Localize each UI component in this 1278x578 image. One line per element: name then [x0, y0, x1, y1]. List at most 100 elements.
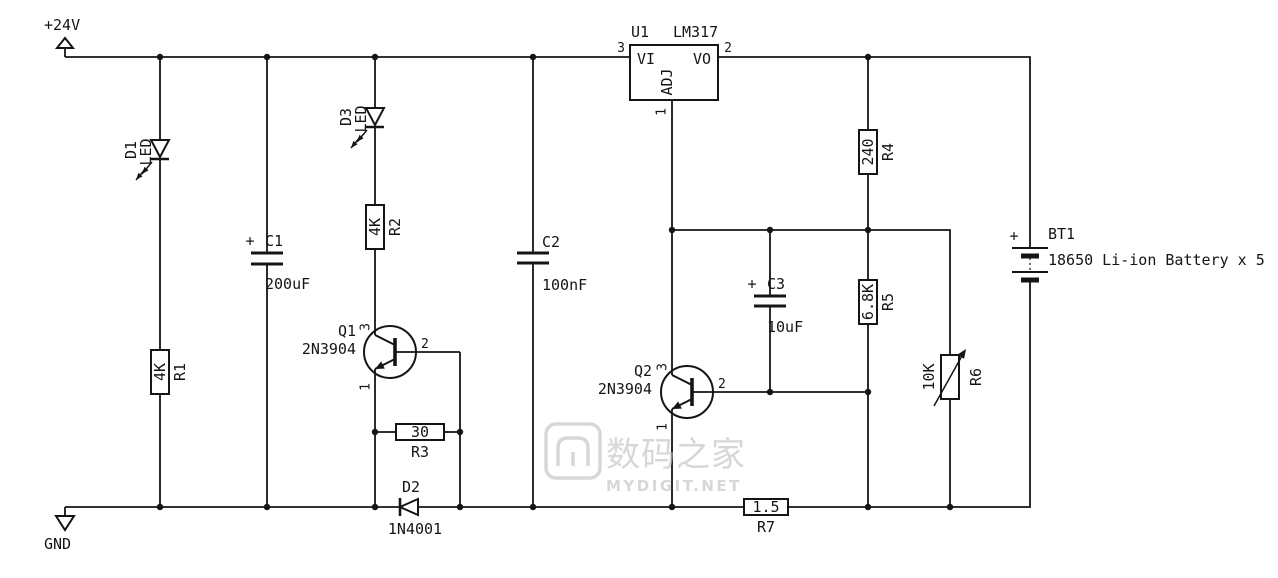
r4-reference: R4	[879, 143, 897, 161]
junction-dot	[529, 53, 537, 61]
transistor-q1: 3 1 2 Q1 2N3904	[302, 322, 429, 391]
c1-value: 200uF	[265, 275, 310, 293]
r7-value: 1.5	[752, 498, 779, 516]
r5-reference: R5	[879, 293, 897, 311]
regulator-u1: U1 LM317 VI VO ADJ 3 2 1	[617, 23, 732, 116]
d1-value: LED	[137, 138, 155, 165]
d1-arrowhead-2	[136, 172, 143, 180]
watermark-text-en: MYDIGIT.NET	[606, 477, 742, 495]
c3-value: 10uF	[767, 318, 803, 336]
junction-dots	[156, 53, 954, 511]
q2-emitter-arrow	[672, 401, 682, 409]
junction-dot	[946, 503, 954, 511]
bt1-reference: BT1	[1048, 225, 1075, 243]
junction-dot	[668, 226, 676, 234]
gnd-flag: GND	[44, 507, 76, 553]
potentiometer-r6: 10K R6	[920, 349, 985, 407]
d3-reference: D3	[337, 108, 355, 126]
bt1-polarity: +	[1009, 227, 1018, 245]
q1-pin1: 1	[359, 383, 374, 391]
junction-dot	[371, 503, 379, 511]
led-d1: D1 LED	[122, 138, 171, 181]
r2-value: 4K	[366, 218, 384, 236]
u1-pin1: 1	[655, 108, 670, 116]
resistor-r7: 1.5 R7	[743, 498, 789, 536]
r5-body	[858, 279, 878, 325]
r6-reference: R6	[967, 368, 985, 386]
resistor-r2: 4K R2	[365, 204, 404, 250]
r7-body	[743, 498, 789, 516]
junction-dot	[864, 226, 872, 234]
u1-pin3: 3	[617, 41, 625, 56]
junction-dot	[766, 226, 774, 234]
wire-bottom-rail-right	[788, 280, 1031, 508]
c1-reference: C1	[265, 232, 283, 250]
c3-polarity: +	[747, 275, 756, 293]
c3-reference: C3	[767, 275, 785, 293]
q1-pin2: 2	[421, 337, 429, 352]
r3-reference: R3	[411, 443, 429, 461]
led-d3: D3 LED	[337, 105, 386, 149]
q2-collector-lead	[671, 374, 693, 386]
d1-arrowhead-1	[142, 166, 149, 174]
junction-dot	[156, 503, 164, 511]
diode-d2: D2 1N4001	[388, 478, 442, 538]
junction-dot	[263, 503, 271, 511]
u1-pin-vi-label: VI	[637, 50, 655, 68]
q1-collector-lead	[374, 334, 396, 346]
resistor-r5: 6.8K R5	[858, 279, 897, 325]
r3-body	[395, 423, 445, 441]
watermark-logo-frame	[544, 422, 602, 480]
q1-reference: Q1	[338, 322, 356, 340]
wire-top-rail-right	[718, 56, 1031, 247]
r2-body	[365, 204, 385, 250]
junction-dot	[371, 53, 379, 61]
watermark-logo-icon	[544, 422, 602, 480]
u1-body	[629, 44, 719, 101]
r6-body	[940, 354, 960, 400]
battery-bt1: + BT1 18650 Li-ion Battery x 5	[1009, 225, 1265, 283]
gnd-arrow-icon	[54, 515, 76, 532]
c2-value: 100nF	[542, 276, 587, 294]
d3-value: LED	[352, 105, 370, 132]
d2-triangle-icon	[397, 497, 419, 517]
q2-body	[660, 365, 714, 419]
junction-dot	[864, 53, 872, 61]
d2-value: 1N4001	[388, 520, 442, 538]
r4-body	[858, 129, 878, 175]
q2-value: 2N3904	[598, 380, 652, 398]
capacitor-c3: + C3 10uF	[747, 275, 803, 336]
r5-value: 6.8K	[859, 284, 877, 320]
r2-reference: R2	[386, 218, 404, 236]
junction-dot	[529, 503, 537, 511]
q1-body	[363, 325, 417, 379]
r6-wiper-arrow	[933, 353, 964, 407]
transistor-q2: 3 1 2 Q2 2N3904	[598, 362, 726, 431]
u1-pin2: 2	[724, 41, 732, 56]
watermark-text-cn: 数码之家	[606, 435, 746, 475]
r1-value: 4K	[151, 363, 169, 381]
junction-dot	[156, 53, 164, 61]
r4-value: 240	[859, 138, 877, 165]
q1-pin3: 3	[359, 323, 374, 331]
q2-pin3: 3	[656, 363, 671, 371]
q1-emitter-arrow	[375, 361, 385, 369]
vcc-flag: +24V	[44, 16, 80, 57]
d2-reference: D2	[402, 478, 420, 496]
wires	[65, 56, 1031, 508]
q2-pin1: 1	[656, 423, 671, 431]
junction-dot	[456, 428, 464, 436]
junction-dot	[864, 388, 872, 396]
u1-pin-adj-label: ADJ	[658, 68, 676, 95]
junction-dot	[456, 503, 464, 511]
r1-body	[150, 349, 170, 395]
r7-reference: R7	[757, 518, 775, 536]
gnd-label: GND	[44, 535, 71, 553]
junction-dot	[263, 53, 271, 61]
resistor-r3: 30 R3	[395, 423, 445, 461]
q2-reference: Q2	[634, 362, 652, 380]
q1-value: 2N3904	[302, 340, 356, 358]
resistor-r1: 4K R1	[150, 349, 189, 395]
